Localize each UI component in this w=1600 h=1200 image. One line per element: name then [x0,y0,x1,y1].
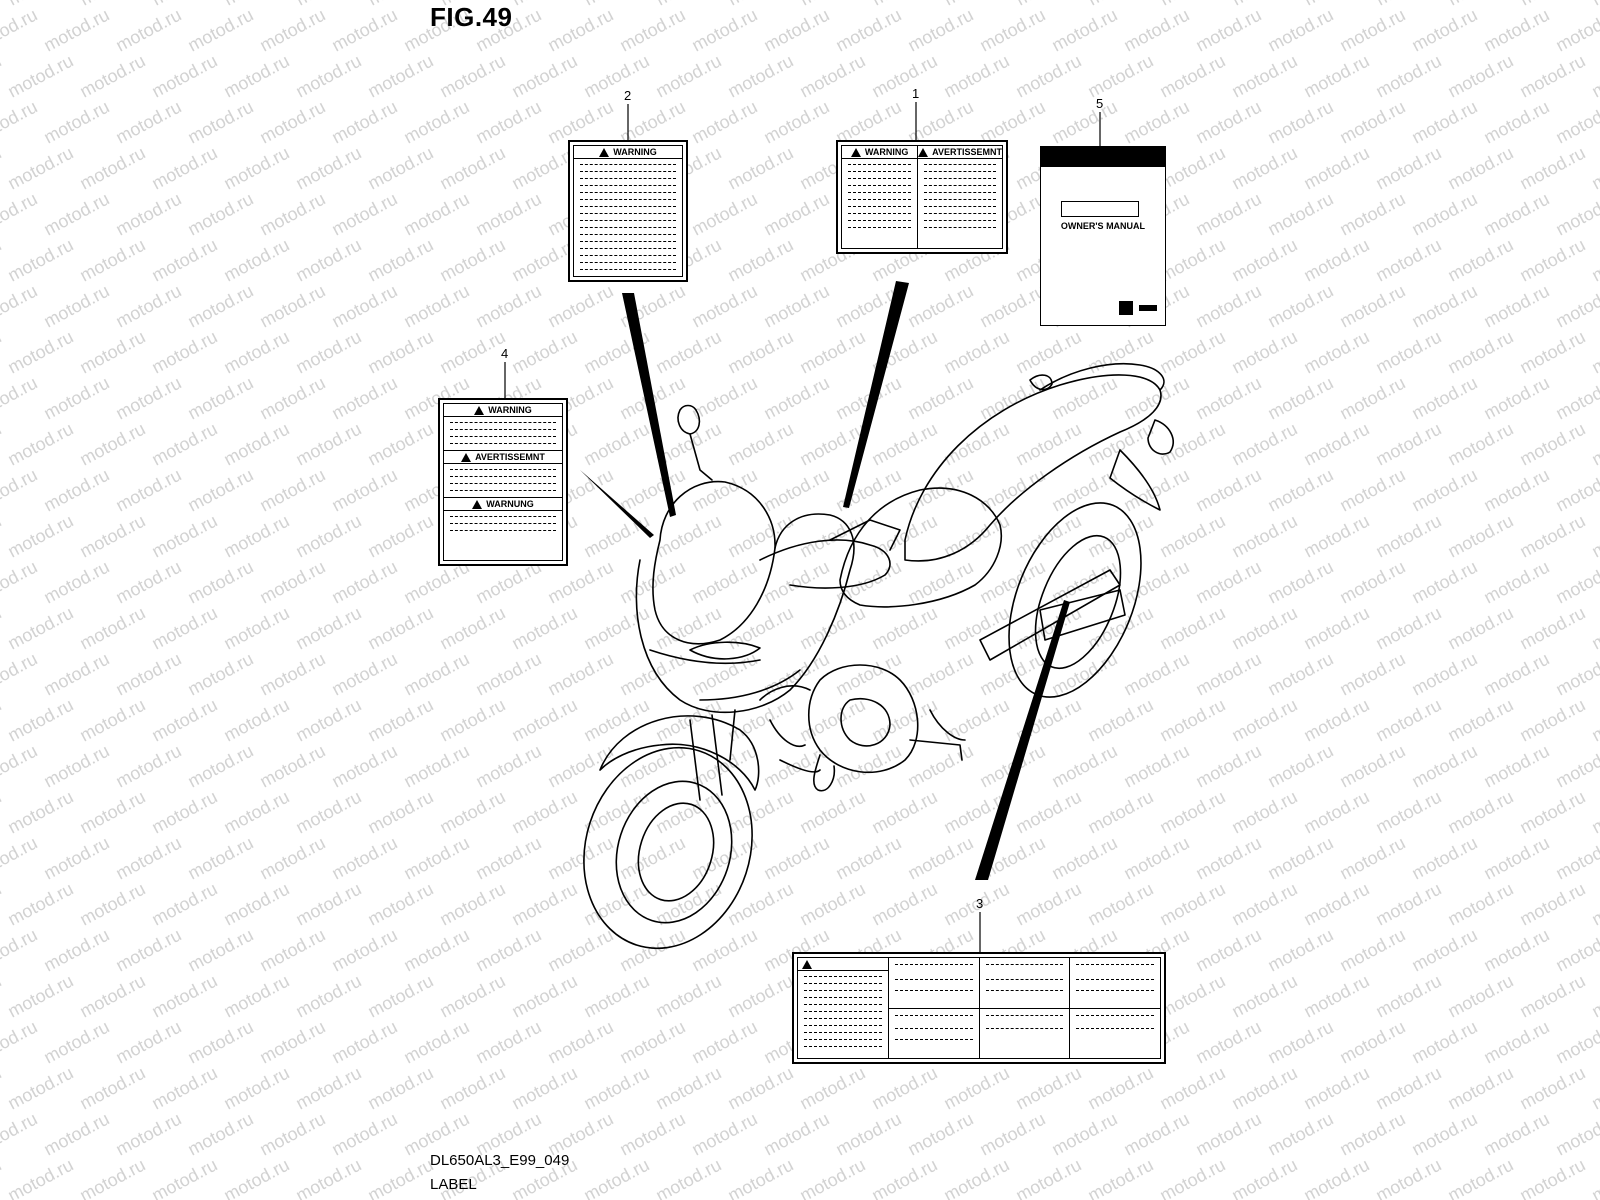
label-2-heading: WARNING [613,147,657,157]
callout-2: 2 [624,88,632,103]
callout-1: 1 [912,86,920,101]
front-fender [599,715,760,791]
warning-triangle-icon [802,959,812,969]
label-1-warning: WARNING AVERTISSEMNT [836,140,1008,254]
warning-triangle-icon [850,147,861,157]
label-4-warning: WARNING AVERTISSEMNT WARNUNG [438,398,568,566]
front-rim [615,780,733,924]
front-tire [583,746,753,950]
engine [808,664,919,774]
headlight [689,641,761,660]
warning-triangle-icon [472,499,483,509]
manual-title: OWNER'S MANUAL [1060,221,1146,231]
label-1-right-heading: AVERTISSEMNT [932,147,1002,157]
tail-light [1147,419,1174,455]
rear-rim [1034,534,1122,670]
rear-fender [1109,449,1161,511]
leader-label-1 [843,281,909,508]
label-5-owners-manual: OWNER'S MANUAL [1040,146,1166,326]
mirror [677,404,713,481]
label-4-heading-1: WARNING [488,405,532,415]
manual-header-bar [1041,147,1165,167]
brand-logo-icon [1119,301,1133,315]
callout-5: 5 [1096,96,1104,111]
label-3-spec-table [792,952,1166,1064]
warning-triangle-icon [599,147,610,157]
manual-code-block [1139,305,1157,311]
callout-4: 4 [501,346,509,361]
watermark-text: motod.ru [1588,0,1600,10]
callout-3: 3 [976,896,984,911]
figure-title: FIG.49 [430,2,513,32]
label-4-heading-3: WARNUNG [486,499,534,509]
leader-label-4 [580,470,654,538]
leader-label-2 [622,293,676,517]
seat [904,374,1162,562]
label-2-warning: WARNING [568,140,688,282]
warning-triangle-icon [918,147,929,157]
fuel-tank [839,487,1002,608]
figure-code: DL650AL3_E99_049 [430,1152,570,1169]
label-1-left-heading: WARNING [864,147,909,157]
figure-name: LABEL [430,1176,477,1193]
label-4-heading-2: AVERTISSEMNT [475,452,545,462]
warning-triangle-icon [461,452,472,462]
front-fairing [635,513,855,714]
warning-triangle-icon [474,405,485,415]
rear-tire [1008,502,1142,698]
manual-title-box [1061,201,1139,217]
